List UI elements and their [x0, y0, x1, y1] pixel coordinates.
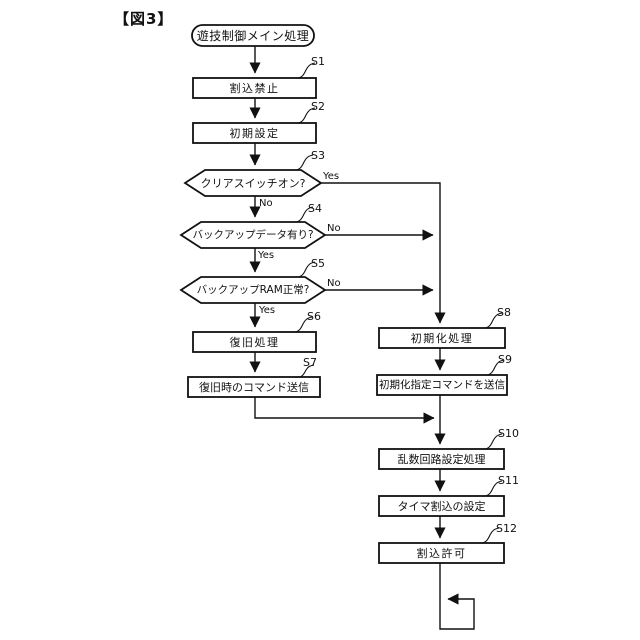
s8-process-shape [378, 327, 506, 349]
s1-step-label: S1 [311, 55, 325, 68]
s12-process-shape [378, 542, 505, 564]
s5-step-label: S5 [311, 257, 325, 270]
figure-number-label: 【図3】 [114, 10, 174, 28]
s8-process-label: 初期化処理 [410, 331, 474, 345]
s1-ref-squiggle [294, 62, 316, 79]
s11-process-label: タイマ割込の設定 [397, 499, 486, 513]
s5-ref-squiggle [294, 261, 316, 278]
s10-process-shape [378, 448, 505, 470]
s5-decision-shape [179, 276, 327, 304]
s10-process-label: 乱数回路設定処理 [397, 452, 486, 466]
edge-s7-to-merge [254, 397, 435, 424]
s6-ref-squiggle [291, 316, 313, 333]
s12-process-label: 割込許可 [416, 546, 467, 560]
s9-ref-squiggle [483, 359, 505, 376]
s12-step-label: S12 [496, 522, 517, 535]
s4-decision-label: バックアップデータ有り? [192, 228, 314, 241]
s6-step-label: S6 [307, 310, 321, 323]
s4-no-branch-label: No [327, 223, 341, 234]
s8-step-label: S8 [497, 306, 511, 319]
s3-decision-label: クリアスイッチオン? [200, 176, 306, 190]
s3-ref-squiggle [292, 154, 314, 171]
s6-process-shape [192, 331, 317, 353]
s2-process-label: 初期設定 [229, 126, 280, 140]
s3-yes-branch-label: Yes [323, 171, 340, 182]
s3-no-branch-label: No [259, 198, 273, 209]
s2-step-label: S2 [311, 100, 325, 113]
s8-ref-squiggle [481, 312, 503, 329]
s2-process-shape [192, 122, 317, 144]
s11-step-label: S11 [498, 474, 519, 487]
s7-process-label: 復旧時のコマンド送信 [199, 380, 309, 394]
s11-ref-squiggle [481, 480, 503, 497]
s5-no-branch-label: No [327, 278, 341, 289]
s3-decision-shape [183, 169, 323, 197]
s10-step-label: S10 [498, 427, 519, 440]
s7-ref-squiggle [295, 364, 315, 378]
s7-step-label: S7 [303, 356, 317, 369]
s1-process-shape [192, 77, 317, 99]
s4-ref-squiggle [292, 206, 314, 223]
edge-s3-yes-to-s8 [321, 182, 446, 324]
s5-yes-branch-label: Yes [259, 305, 276, 316]
s10-ref-squiggle [481, 433, 503, 450]
s7-process-shape [187, 376, 321, 398]
s6-process-label: 復旧処理 [229, 335, 280, 349]
edge-s12-loop-back [439, 563, 475, 630]
s4-step-label: S4 [308, 202, 322, 215]
s9-step-label: S9 [498, 353, 512, 366]
s3-step-label: S3 [311, 149, 325, 162]
s4-decision-shape [179, 221, 327, 249]
s5-decision-label: バックアップRAM正常? [196, 283, 310, 296]
s9-process-label: 初期化指定コマンドを送信 [379, 378, 505, 391]
s11-process-shape [378, 495, 505, 517]
start-terminal-label: 遊技制御メイン処理 [196, 28, 310, 43]
s4-yes-branch-label: Yes [258, 250, 275, 261]
s1-process-label: 割込禁止 [229, 81, 280, 95]
s9-process-shape [376, 374, 508, 396]
start-terminal-shape [191, 24, 315, 47]
s12-ref-squiggle [478, 527, 500, 544]
s2-ref-squiggle [294, 107, 316, 124]
